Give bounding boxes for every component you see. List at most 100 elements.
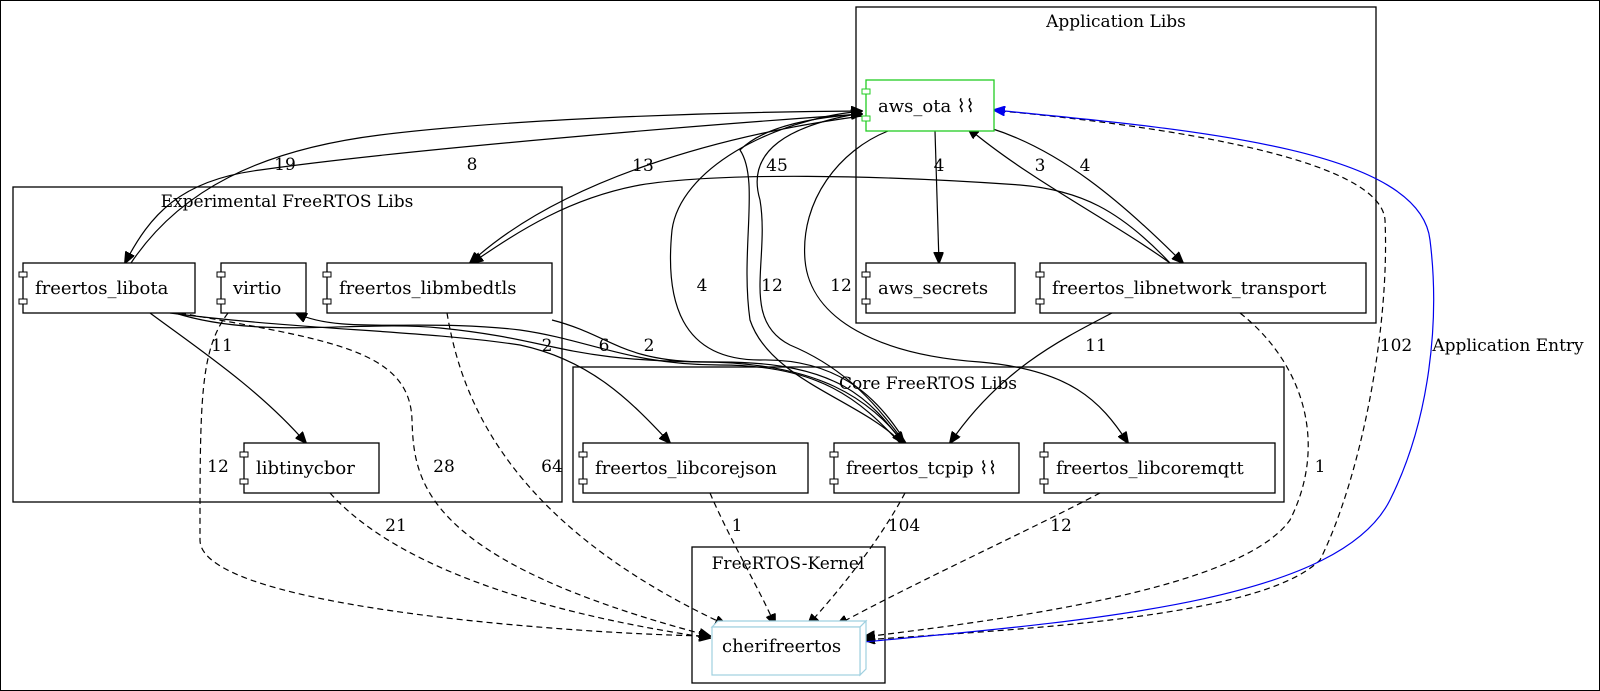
edge-label-nettrans-kernel: 1	[1315, 457, 1326, 477]
edge-libota-to-tcpip	[174, 312, 903, 443]
node-freertos-libcoremqtt[interactable]: freertos_libcoremqtt	[1039, 442, 1276, 494]
edge-ota-to-kernel	[864, 109, 1387, 640]
component-tab-icon	[322, 271, 332, 278]
cluster-freertos-kernel: FreeRTOS-Kernel	[691, 546, 886, 684]
cluster-kernel-title: FreeRTOS-Kernel	[712, 554, 865, 574]
node-libtinycbor-box	[243, 442, 380, 494]
node-aws-secrets[interactable]: aws_secrets	[861, 262, 1016, 314]
cluster-core-title: Core FreeRTOS Libs	[839, 374, 1017, 394]
node-aws-secrets-box	[865, 262, 1016, 314]
node-freertos-libcorejson[interactable]: freertos_libcorejson	[578, 442, 809, 494]
node-aws-secrets-label: aws_secrets	[878, 278, 988, 299]
edge-mbedtls-to-kernel	[446, 312, 726, 625]
edge-label-virtio-kernel: 12	[207, 457, 229, 477]
edge-label-nettrans-tcpip: 11	[1085, 336, 1107, 356]
edges	[125, 109, 1435, 643]
edge-nettrans-to-kernel	[864, 312, 1309, 637]
edge-libota-to-corejson	[169, 312, 670, 443]
edge-ota-to-tcpip-a	[669, 110, 907, 444]
box3d-top	[710, 620, 868, 628]
component-tab-icon	[322, 298, 332, 305]
edge-label-application-entry: Application Entry	[1431, 336, 1584, 356]
component-tab-icon	[1039, 478, 1049, 485]
edge-nettrans-to-tcpip	[950, 312, 1113, 443]
component-tab-icon	[239, 478, 249, 485]
cluster-application-title: Application Libs	[1045, 12, 1186, 32]
node-libota-label: freertos_libota	[35, 278, 169, 299]
node-freertos-libmbedtls[interactable]: freertos_libmbedtls	[322, 262, 553, 314]
component-tab-icon	[1039, 451, 1049, 458]
edge-ota-to-secrets	[935, 130, 939, 263]
edge-label-ota-tcpip-a: 4	[697, 276, 708, 296]
node-libmbedtls-label: freertos_libmbedtls	[339, 278, 517, 299]
node-libtinycbor-label: libtinycbor	[256, 458, 355, 479]
component-tab-icon	[829, 451, 839, 458]
edge-ota-to-coremqtt	[804, 130, 1128, 443]
node-tcpip-label: freertos_tcpip ⌇⌇	[846, 458, 997, 479]
edge-coremqtt-to-kernel	[837, 492, 1101, 625]
node-libnetwork-transport-box	[1039, 262, 1367, 314]
edge-corejson-to-kernel	[709, 492, 775, 625]
edge-label-ota-secrets: 4	[934, 156, 945, 176]
component-tab-icon	[216, 271, 226, 278]
node-aws-ota-label: aws_ota ⌇⌇	[878, 96, 974, 117]
edge-label-nettrans-ota: 3	[1035, 156, 1046, 176]
edge-label-tcpip-kernel: 104	[888, 516, 920, 536]
edge-libota-to-tinycbor	[149, 312, 306, 443]
node-cherifreertos-box	[711, 626, 861, 676]
cluster-experimental-title: Experimental FreeRTOS Libs	[161, 192, 414, 212]
node-libmbedtls-box	[326, 262, 553, 314]
component-tab-icon	[861, 298, 871, 305]
node-aws-ota[interactable]: aws_ota ⌇⌇	[861, 79, 995, 132]
edge-label-tcpip-ota: 45	[766, 156, 788, 176]
component-tab-icon	[18, 298, 28, 305]
node-freertos-tcpip[interactable]: freertos_tcpip ⌇⌇	[829, 442, 1020, 494]
component-tab-icon	[578, 478, 588, 485]
edge-libota-to-ota	[130, 111, 862, 264]
edge-tcpip-to-ota	[739, 114, 903, 444]
node-libota-box	[22, 262, 196, 314]
edge-ota-to-tcpip-b	[756, 112, 906, 444]
edge-nettrans-to-ota	[968, 128, 1171, 264]
edge-libota-to-kernel	[179, 312, 710, 636]
edge-label-coremqtt-kernel: 12	[1050, 516, 1072, 536]
edge-tinycbor-to-kernel	[329, 492, 710, 638]
edge-label-ota-tcpip-b: 12	[761, 276, 783, 296]
edge-label-libota-corejson: 2	[542, 336, 553, 356]
node-libnetwork-transport-label: freertos_libnetwork_transport	[1052, 278, 1327, 299]
component-tab-icon	[239, 451, 249, 458]
cluster-application-libs: Application Libs	[855, 6, 1377, 324]
node-libtinycbor[interactable]: libtinycbor	[239, 442, 380, 494]
edge-label-libota-ota: 19	[274, 155, 296, 175]
component-tab-icon	[861, 88, 871, 95]
edge-label-mbedtls-kernel: 64	[541, 457, 563, 477]
node-cherifreertos[interactable]: cherifreertos	[710, 619, 868, 677]
node-tcpip-box	[833, 442, 1020, 494]
component-tab-icon	[861, 115, 871, 122]
edge-application-entry	[863, 110, 1435, 643]
node-libcoremqtt-box	[1043, 442, 1276, 494]
node-libcorejson-box	[582, 442, 809, 494]
edge-mbedtls-to-tcpip	[551, 319, 904, 443]
component-tab-icon	[578, 451, 588, 458]
edge-label-ota-nettrans: 4	[1080, 156, 1091, 176]
node-virtio[interactable]: virtio	[216, 262, 307, 314]
node-virtio-label: virtio	[232, 278, 281, 299]
edge-label-corejson-kernel: 1	[732, 516, 743, 536]
edge-label-ota-mbedtls: 13	[632, 156, 654, 176]
edge-label-libota-kernel: 28	[433, 457, 455, 477]
edge-labels: 19 8 13 45 4 3 4 4 12 12 11 2 6 2 11 12 …	[207, 155, 1584, 536]
cluster-core-box	[572, 366, 1285, 503]
node-virtio-box	[220, 262, 307, 314]
component-tab-icon	[216, 298, 226, 305]
node-aws-ota-box	[865, 79, 995, 132]
edge-ota-to-mbedtls	[470, 115, 863, 263]
node-freertos-libnetwork-transport[interactable]: freertos_libnetwork_transport	[1035, 262, 1367, 314]
node-freertos-libota[interactable]: freertos_libota	[18, 262, 196, 314]
component-tab-icon	[829, 478, 839, 485]
node-libcorejson-label: freertos_libcorejson	[595, 458, 777, 479]
component-tab-icon	[861, 271, 871, 278]
